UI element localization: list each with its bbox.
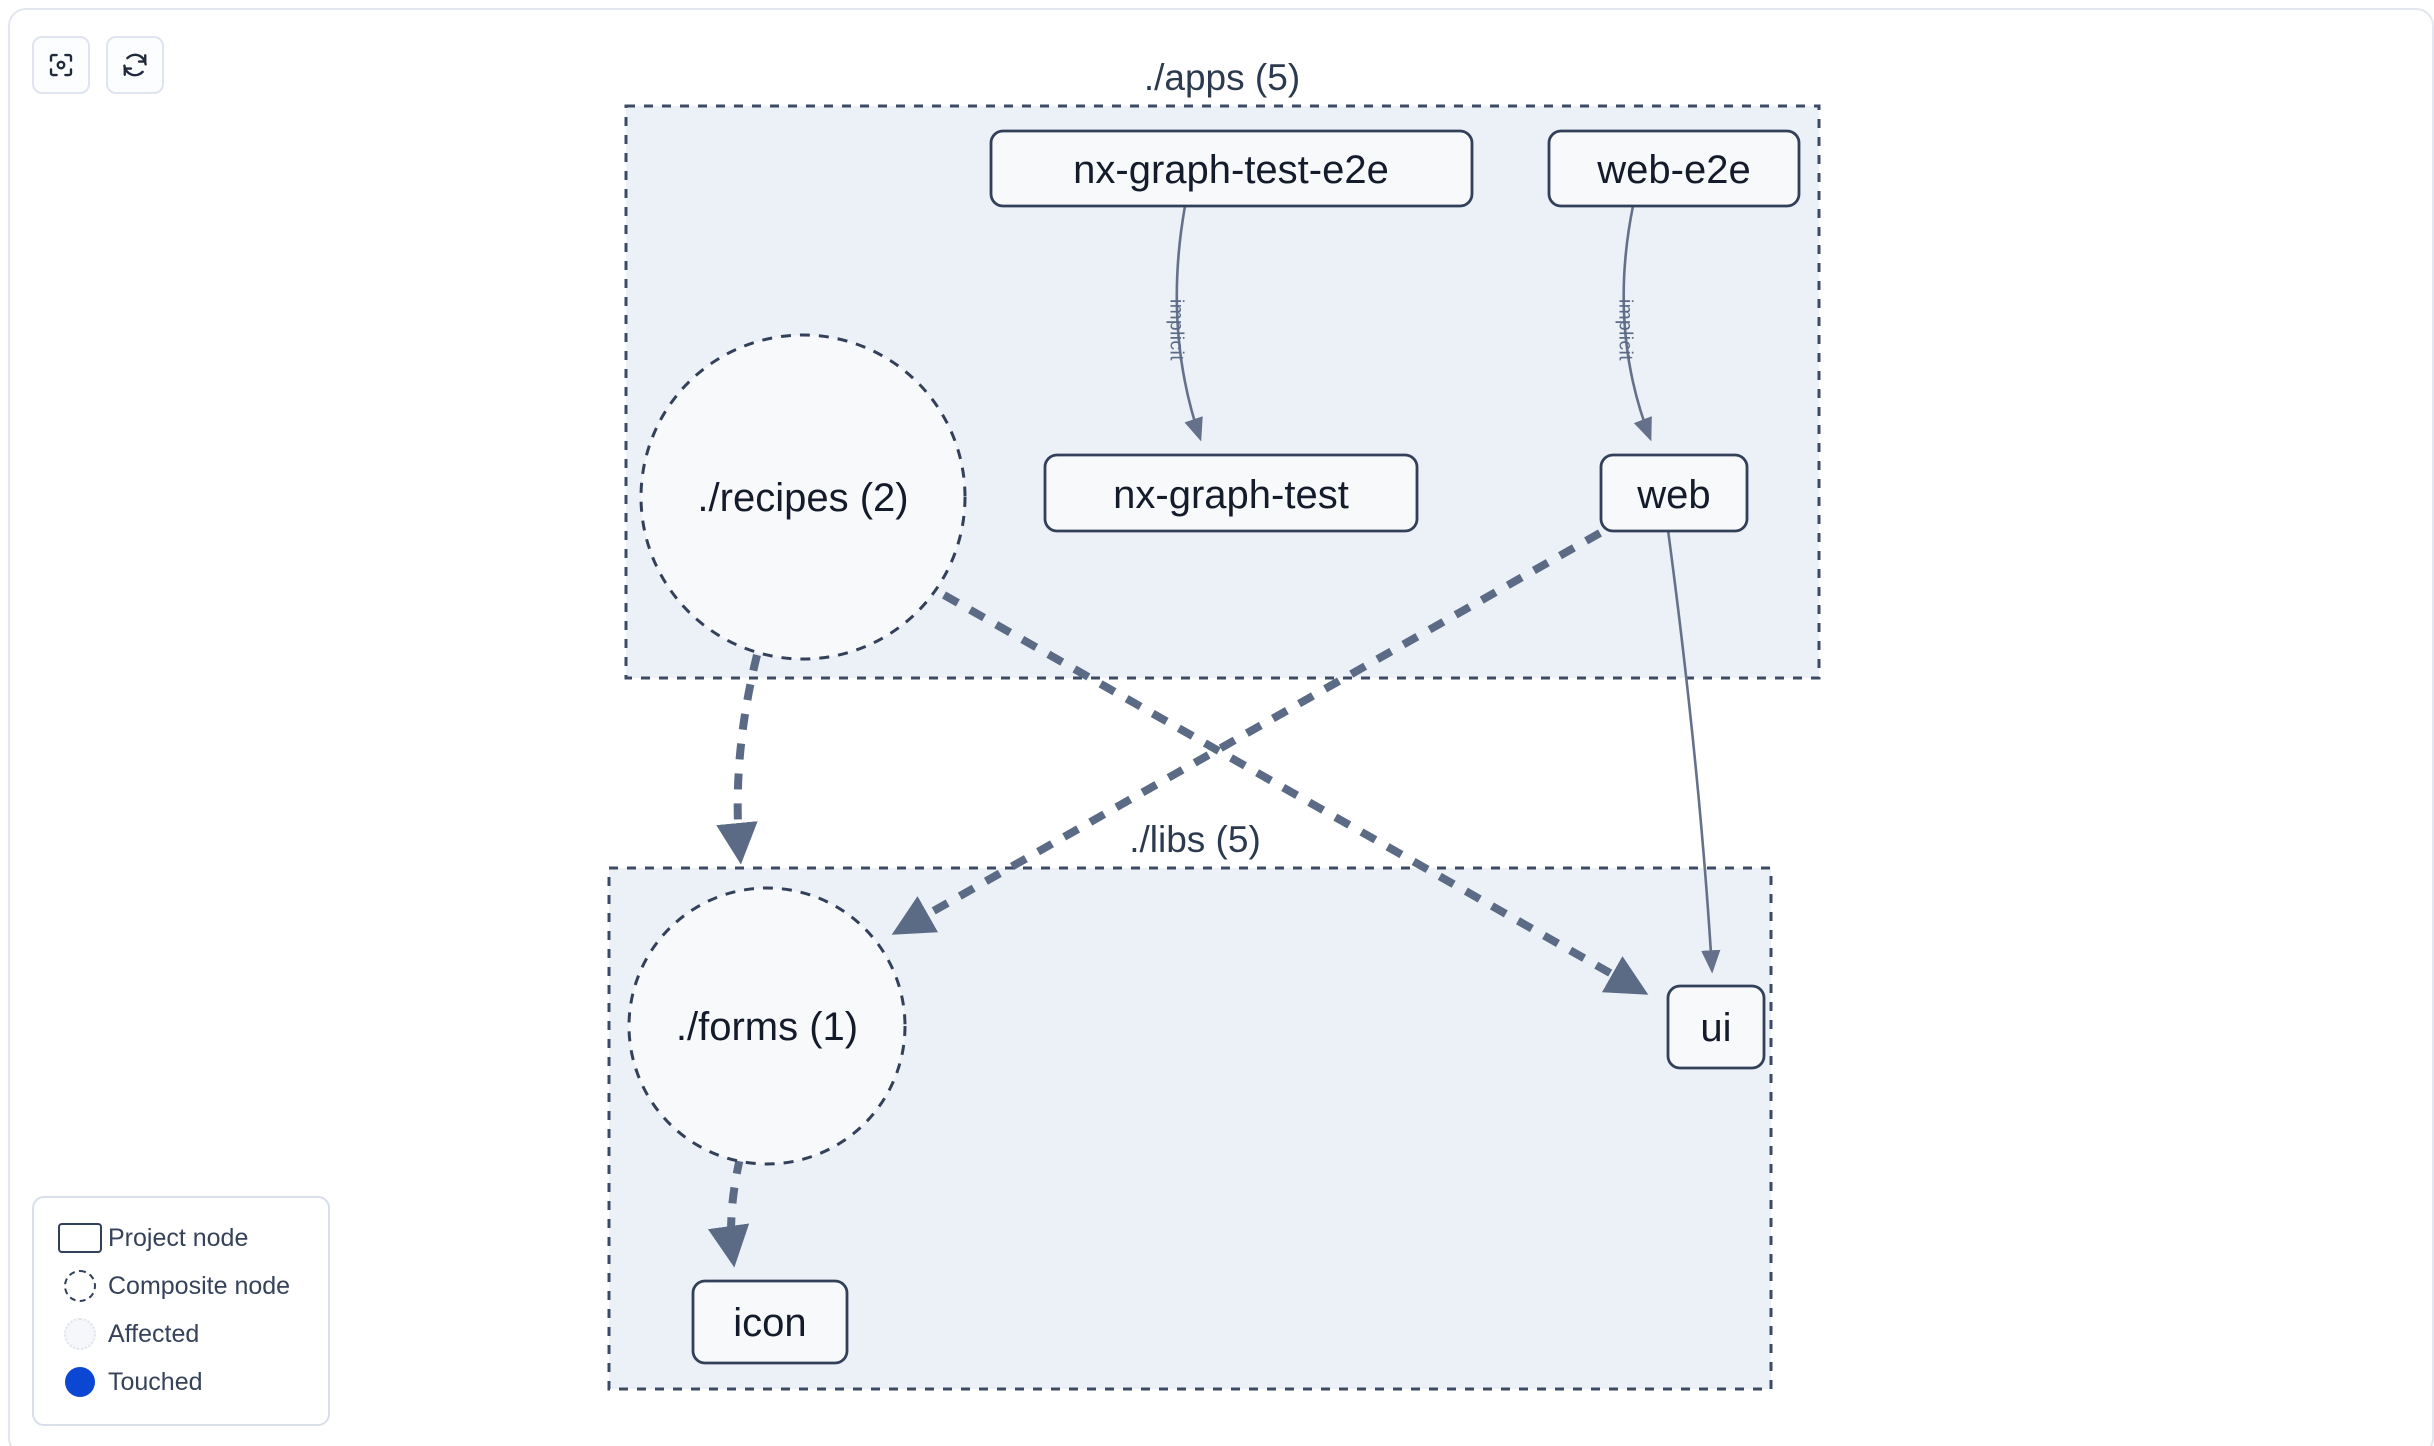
project-node-shape[interactable] — [1547, 129, 1801, 208]
project-node-shape[interactable] — [1666, 984, 1766, 1070]
node-label: nx-graph-test-e2e — [1073, 148, 1389, 192]
edge-path[interactable] — [1622, 205, 1652, 442]
edge-web-to-forms[interactable] — [891, 529, 1602, 935]
edge-recipes-to-ui[interactable] — [942, 591, 1649, 995]
composite-node-icon — [52, 1270, 108, 1302]
edge-nx-graph-test-e2e-to-nx-graph-test[interactable]: implicit — [1166, 205, 1203, 442]
legend-label: Touched — [108, 1367, 203, 1396]
graph-toolbar — [32, 36, 164, 94]
node-label: web-e2e — [1596, 148, 1750, 192]
composite-node-shape[interactable] — [639, 333, 967, 661]
graph-legend: Project node Composite node Affected Tou… — [32, 1196, 330, 1426]
node-nx-graph-test-e2e[interactable]: nx-graph-test-e2e — [989, 129, 1474, 208]
legend-item-affected: Affected — [52, 1310, 310, 1358]
project-node-shape[interactable] — [691, 1279, 849, 1365]
edge-path[interactable] — [1175, 205, 1203, 442]
project-node-icon — [52, 1223, 108, 1253]
node-label: nx-graph-test — [1113, 473, 1349, 517]
node-web[interactable]: web — [1599, 453, 1749, 533]
group-libs-label: ./libs (5) — [1129, 819, 1261, 860]
edge-web-to-ui[interactable] — [1666, 529, 1721, 974]
node-label: web — [1636, 473, 1710, 517]
legend-item-project-node: Project node — [52, 1214, 310, 1262]
group-apps-label: ./apps (5) — [1144, 57, 1300, 98]
refresh-graph-button[interactable] — [106, 36, 164, 94]
touched-node-icon — [52, 1367, 108, 1397]
edge-path[interactable] — [891, 529, 1602, 935]
legend-item-composite-node: Composite node — [52, 1262, 310, 1310]
node-forms[interactable]: ./forms (1) — [627, 886, 907, 1166]
legend-label: Composite node — [108, 1271, 291, 1300]
focus-target-icon — [46, 50, 76, 80]
edge-path[interactable] — [942, 591, 1649, 995]
legend-item-touched: Touched — [52, 1358, 310, 1406]
edge-label: implicit — [1615, 299, 1636, 361]
project-node-shape[interactable] — [989, 129, 1474, 208]
node-recipes[interactable]: ./recipes (2) — [639, 333, 967, 661]
node-nx-graph-test[interactable]: nx-graph-test — [1043, 453, 1419, 533]
refresh-icon — [120, 50, 150, 80]
affected-node-icon — [52, 1318, 108, 1350]
project-node-shape[interactable] — [1043, 453, 1419, 533]
edge-forms-to-icon[interactable] — [707, 1157, 750, 1268]
node-label: icon — [733, 1301, 806, 1345]
edge-label: implicit — [1166, 299, 1187, 361]
node-label: ./forms (1) — [676, 1005, 858, 1049]
composite-node-shape[interactable] — [627, 886, 907, 1166]
node-ui[interactable]: ui — [1666, 984, 1766, 1070]
legend-label: Project node — [108, 1223, 249, 1252]
node-label: ui — [1700, 1006, 1731, 1050]
node-label: ./recipes (2) — [697, 476, 908, 520]
edge-path[interactable] — [716, 654, 761, 865]
legend-label: Affected — [108, 1319, 200, 1348]
node-web-e2e[interactable]: web-e2e — [1547, 129, 1801, 208]
edge-web-e2e-to-web[interactable]: implicit — [1615, 205, 1652, 442]
edge-recipes-to-forms[interactable] — [716, 654, 761, 865]
project-node-shape[interactable] — [1599, 453, 1749, 533]
focus-graph-button[interactable] — [32, 36, 90, 94]
node-icon[interactable]: icon — [691, 1279, 849, 1365]
edge-path[interactable] — [1666, 529, 1721, 974]
edge-path[interactable] — [707, 1157, 750, 1268]
